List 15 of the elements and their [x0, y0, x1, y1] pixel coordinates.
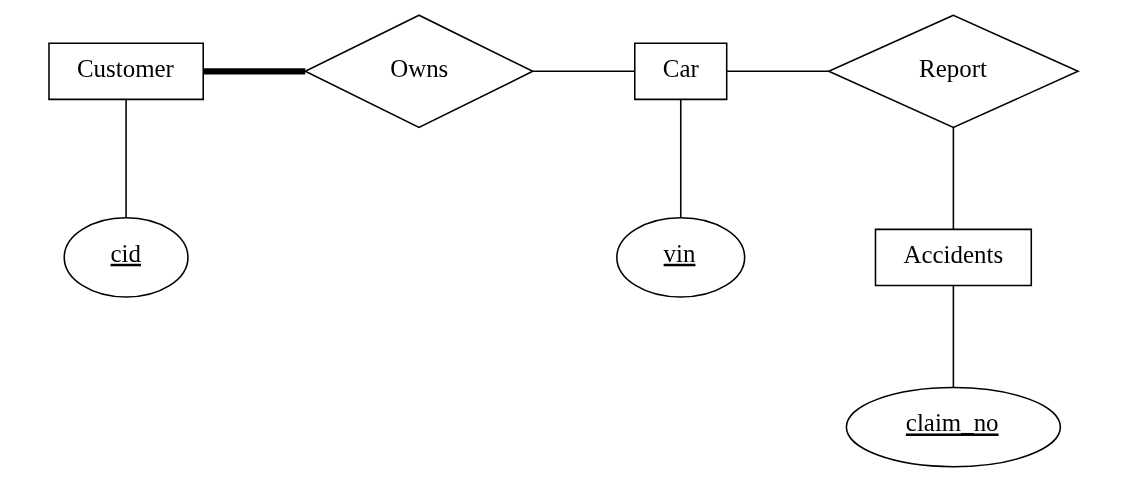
connector — [531, 70, 635, 72]
connector — [202, 67, 305, 74]
connector — [952, 284, 954, 388]
node-box: Customer — [47, 42, 204, 100]
connector — [725, 70, 829, 72]
node-diamond: Owns — [303, 13, 534, 128]
node-diamond: Report — [826, 13, 1080, 128]
node-ellipse: vin — [615, 216, 745, 298]
connector — [679, 98, 681, 219]
connector — [952, 126, 954, 230]
node-box: Car — [633, 42, 727, 100]
node-ellipse: claim_no — [845, 386, 1061, 467]
node-box: Accidents — [874, 228, 1032, 286]
node-ellipse: cid — [62, 216, 189, 298]
connector — [124, 98, 127, 219]
